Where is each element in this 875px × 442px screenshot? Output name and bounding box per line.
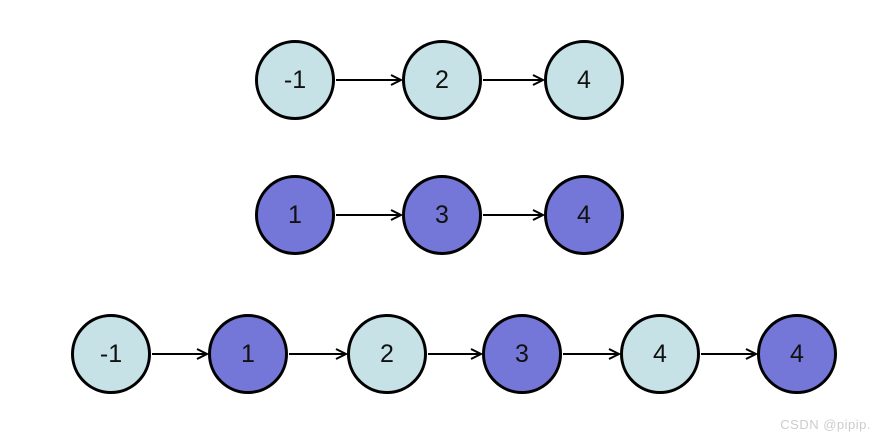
arrow xyxy=(428,348,484,360)
node-value: 1 xyxy=(241,339,255,368)
arrow xyxy=(336,209,404,221)
list-node: 3 xyxy=(482,314,562,394)
list-node: 3 xyxy=(402,175,482,255)
node-value: 1 xyxy=(288,200,302,229)
arrow xyxy=(563,348,622,360)
list-node: 2 xyxy=(347,314,427,394)
node-value: 2 xyxy=(435,65,449,94)
node-value: 4 xyxy=(790,339,804,368)
list-node: -1 xyxy=(255,40,335,120)
node-value: 3 xyxy=(435,200,449,229)
arrow xyxy=(336,74,404,86)
list-node: 4 xyxy=(757,314,837,394)
node-value: 4 xyxy=(577,200,591,229)
list-node: 4 xyxy=(544,175,624,255)
node-value: 4 xyxy=(653,339,667,368)
arrow xyxy=(483,74,546,86)
node-value: 2 xyxy=(380,339,394,368)
node-value: -1 xyxy=(283,65,307,94)
list-node: 1 xyxy=(208,314,288,394)
list-node: 4 xyxy=(620,314,700,394)
list-node: 1 xyxy=(255,175,335,255)
list-node: 2 xyxy=(402,40,482,120)
watermark: CSDN @pipip. xyxy=(780,417,871,432)
node-value: 3 xyxy=(515,339,529,368)
list-node: 4 xyxy=(544,40,624,120)
arrow xyxy=(483,209,546,221)
list-node: -1 xyxy=(71,314,151,394)
node-value: 4 xyxy=(577,65,591,94)
arrow xyxy=(289,348,349,360)
arrow xyxy=(152,348,210,360)
arrow xyxy=(701,348,759,360)
node-value: -1 xyxy=(99,339,123,368)
